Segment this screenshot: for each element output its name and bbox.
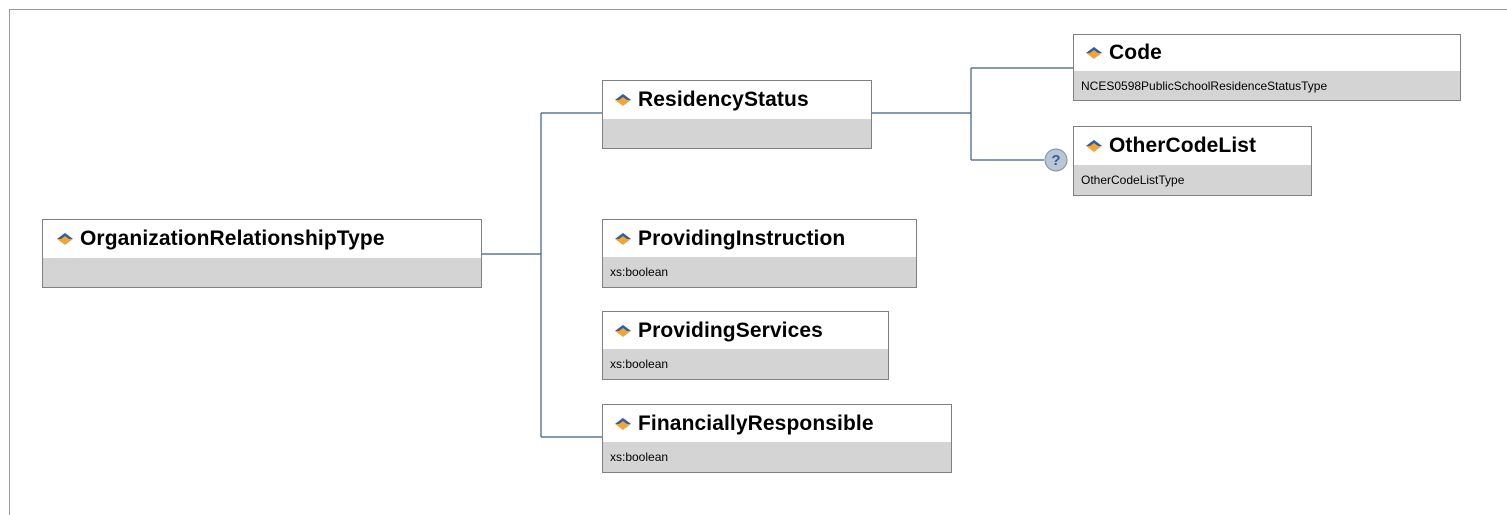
element-icon (615, 324, 631, 337)
node-providing-services[interactable]: ProvidingServices xs:boolean (602, 311, 889, 380)
node-type: OtherCodeListType (1074, 164, 1311, 195)
node-type: xs:boolean (603, 348, 888, 379)
diagram-canvas (9, 9, 1507, 515)
element-icon (615, 93, 631, 106)
node-code[interactable]: Code NCES0598PublicSchoolResidenceStatus… (1073, 34, 1461, 101)
node-other-code-list[interactable]: OtherCodeList OtherCodeListType (1073, 126, 1312, 196)
element-icon (1086, 140, 1102, 152)
node-type: xs:boolean (603, 256, 916, 287)
svg-text:?: ? (1051, 152, 1060, 169)
node-label: ResidencyStatus (638, 87, 809, 111)
node-financially-responsible[interactable]: FinanciallyResponsible xs:boolean (602, 404, 952, 473)
node-providing-instruction[interactable]: ProvidingInstruction xs:boolean (602, 219, 917, 288)
element-icon (615, 232, 631, 245)
element-icon (615, 417, 631, 430)
node-label: ProvidingInstruction (638, 226, 846, 250)
node-label: OtherCodeList (1109, 134, 1257, 157)
node-type: xs:boolean (603, 441, 951, 472)
optional-question-icon: ? (1044, 148, 1068, 172)
node-residency-status[interactable]: ResidencyStatus (602, 80, 872, 149)
element-icon (1086, 47, 1102, 59)
node-label: ProvidingServices (638, 318, 823, 342)
node-label: Code (1109, 41, 1162, 64)
node-label: OrganizationRelationshipType (80, 226, 385, 250)
node-type (43, 257, 481, 287)
element-icon (57, 232, 73, 245)
node-organization-relationship-type[interactable]: OrganizationRelationshipType (42, 219, 482, 288)
node-label: FinanciallyResponsible (638, 411, 874, 435)
node-type: NCES0598PublicSchoolResidenceStatusType (1074, 70, 1460, 100)
node-type (603, 118, 871, 148)
